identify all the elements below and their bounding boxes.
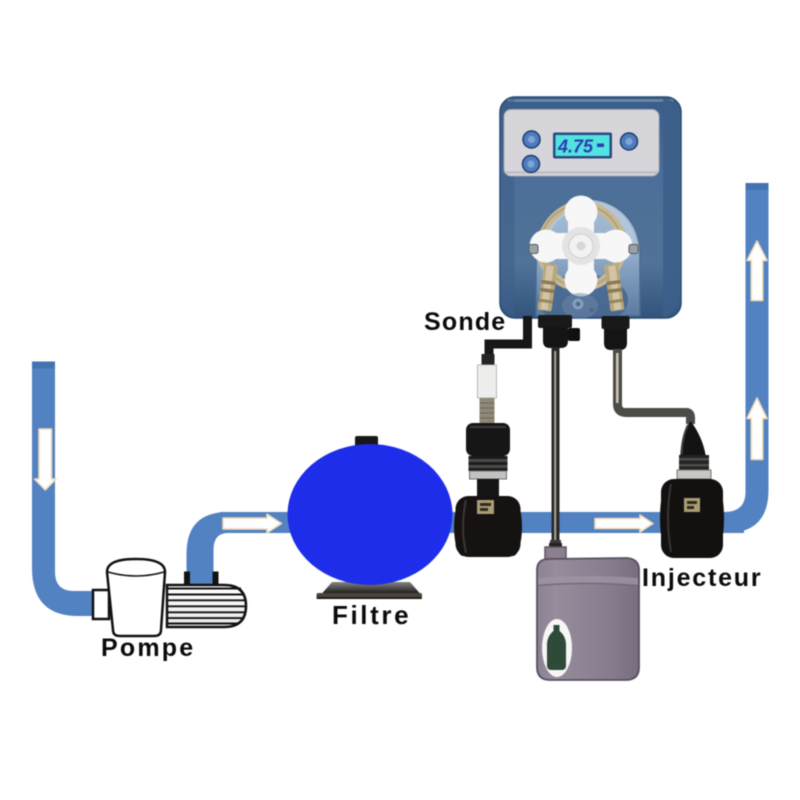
- svg-text:Pompe: Pompe: [101, 634, 195, 662]
- svg-text:4.75: 4.75: [557, 137, 594, 157]
- svg-text:Filtre: Filtre: [332, 600, 411, 630]
- svg-text:Sonde: Sonde: [424, 308, 506, 336]
- svg-text:Injecteur: Injecteur: [642, 564, 762, 592]
